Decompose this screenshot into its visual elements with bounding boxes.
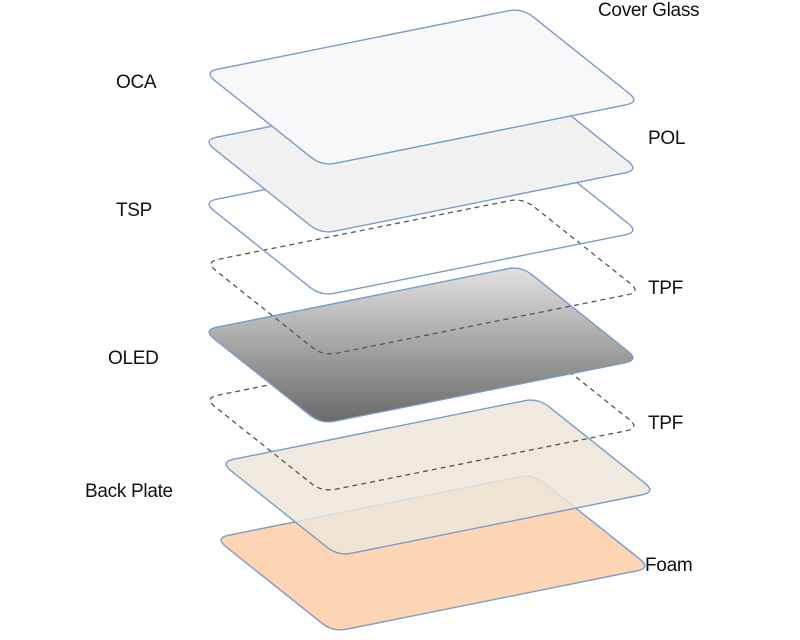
layer-back-plate [225,399,651,555]
label-tpf-upper: TPF [648,278,683,299]
label-pol: POL [648,128,686,149]
layer-cover-glass [209,9,635,165]
label-oled: OLED [108,348,159,369]
layer-tsp [208,139,634,295]
label-back-plate: Back Plate [85,481,173,502]
label-oca: OCA [116,72,157,93]
label-tpf-lower: TPF [648,413,683,434]
layer-oled [208,267,634,423]
label-tsp: TSP [116,200,153,221]
layer-tpf-lower [209,335,635,491]
label-cover-glass: Cover Glass [598,0,700,21]
layer-tpf-upper [210,199,636,355]
label-foam: Foam [645,555,693,576]
